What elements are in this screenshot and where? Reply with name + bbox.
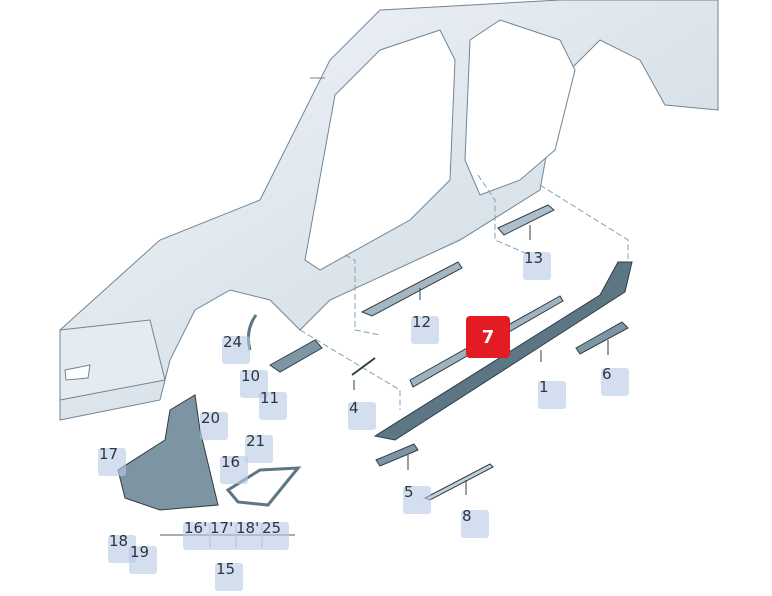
- callout-text: 21: [246, 432, 266, 450]
- part-25-seal: [225, 466, 302, 507]
- callout-text: 25: [262, 519, 282, 537]
- callout-5[interactable]: 5: [403, 483, 431, 514]
- callout-text: 18': [236, 519, 260, 537]
- callout-13[interactable]: 13: [523, 249, 551, 280]
- part-6-bracket: [575, 321, 629, 355]
- callout-text: 16': [184, 519, 208, 537]
- part-1-sill-panel: [373, 261, 633, 441]
- callout-text: 17: [99, 445, 119, 463]
- callout-text: 17': [210, 519, 234, 537]
- callout-25[interactable]: 25: [261, 519, 289, 550]
- callout-4[interactable]: 4: [348, 399, 376, 430]
- car-body-outline: [59, 0, 719, 421]
- callout-7-highlighted[interactable]: 7: [466, 316, 510, 358]
- part-5-bracket: [375, 443, 419, 467]
- part-16-wheelhouse-liner: [117, 394, 219, 511]
- callout-16[interactable]: 16: [220, 453, 248, 484]
- callout-6[interactable]: 6: [601, 365, 629, 396]
- callout-text: 16: [221, 453, 241, 471]
- callout-text: 1: [539, 378, 549, 396]
- part-10-bracket: [269, 339, 323, 373]
- callout-text: 18: [109, 532, 129, 550]
- callout-text: 13: [524, 249, 544, 267]
- callout-text: 8: [462, 507, 472, 525]
- callout-text: 12: [412, 313, 432, 331]
- callout-text: 10: [241, 367, 261, 385]
- callout-19[interactable]: 19: [129, 543, 157, 574]
- part-13-trim: [497, 204, 555, 236]
- callout-text: 19: [130, 543, 150, 561]
- callout-text: 15: [216, 560, 236, 578]
- callout-text: 20: [201, 409, 221, 427]
- callout-11[interactable]: 11: [259, 389, 287, 420]
- callout-15[interactable]: 15: [215, 560, 243, 591]
- callout-20[interactable]: 20: [200, 409, 228, 440]
- callout-12[interactable]: 12: [411, 313, 439, 344]
- assembly-guide-lines: [299, 174, 629, 410]
- callout-18-prime[interactable]: 18': [235, 519, 263, 550]
- part-4-clip: [351, 357, 376, 376]
- callout-24[interactable]: 24: [222, 333, 250, 364]
- callout-1[interactable]: 1: [538, 378, 566, 409]
- callout-text: 4: [349, 399, 359, 417]
- callout-17-prime[interactable]: 17': [209, 519, 237, 550]
- callout-10[interactable]: 10: [240, 367, 268, 398]
- parts: [117, 204, 633, 511]
- callout-21[interactable]: 21: [245, 432, 273, 463]
- callout-text: 7: [481, 326, 495, 348]
- part-8-strip: [423, 463, 494, 501]
- callout-16-prime[interactable]: 16': [183, 519, 211, 550]
- part-12-sill-plate: [360, 261, 463, 317]
- callout-text: 24: [223, 333, 243, 351]
- callout-text: 6: [602, 365, 612, 383]
- callout-8[interactable]: 8: [461, 507, 489, 538]
- callout-17[interactable]: 17: [98, 445, 126, 476]
- callout-text: 5: [404, 483, 414, 501]
- callout-text: 11: [260, 389, 280, 407]
